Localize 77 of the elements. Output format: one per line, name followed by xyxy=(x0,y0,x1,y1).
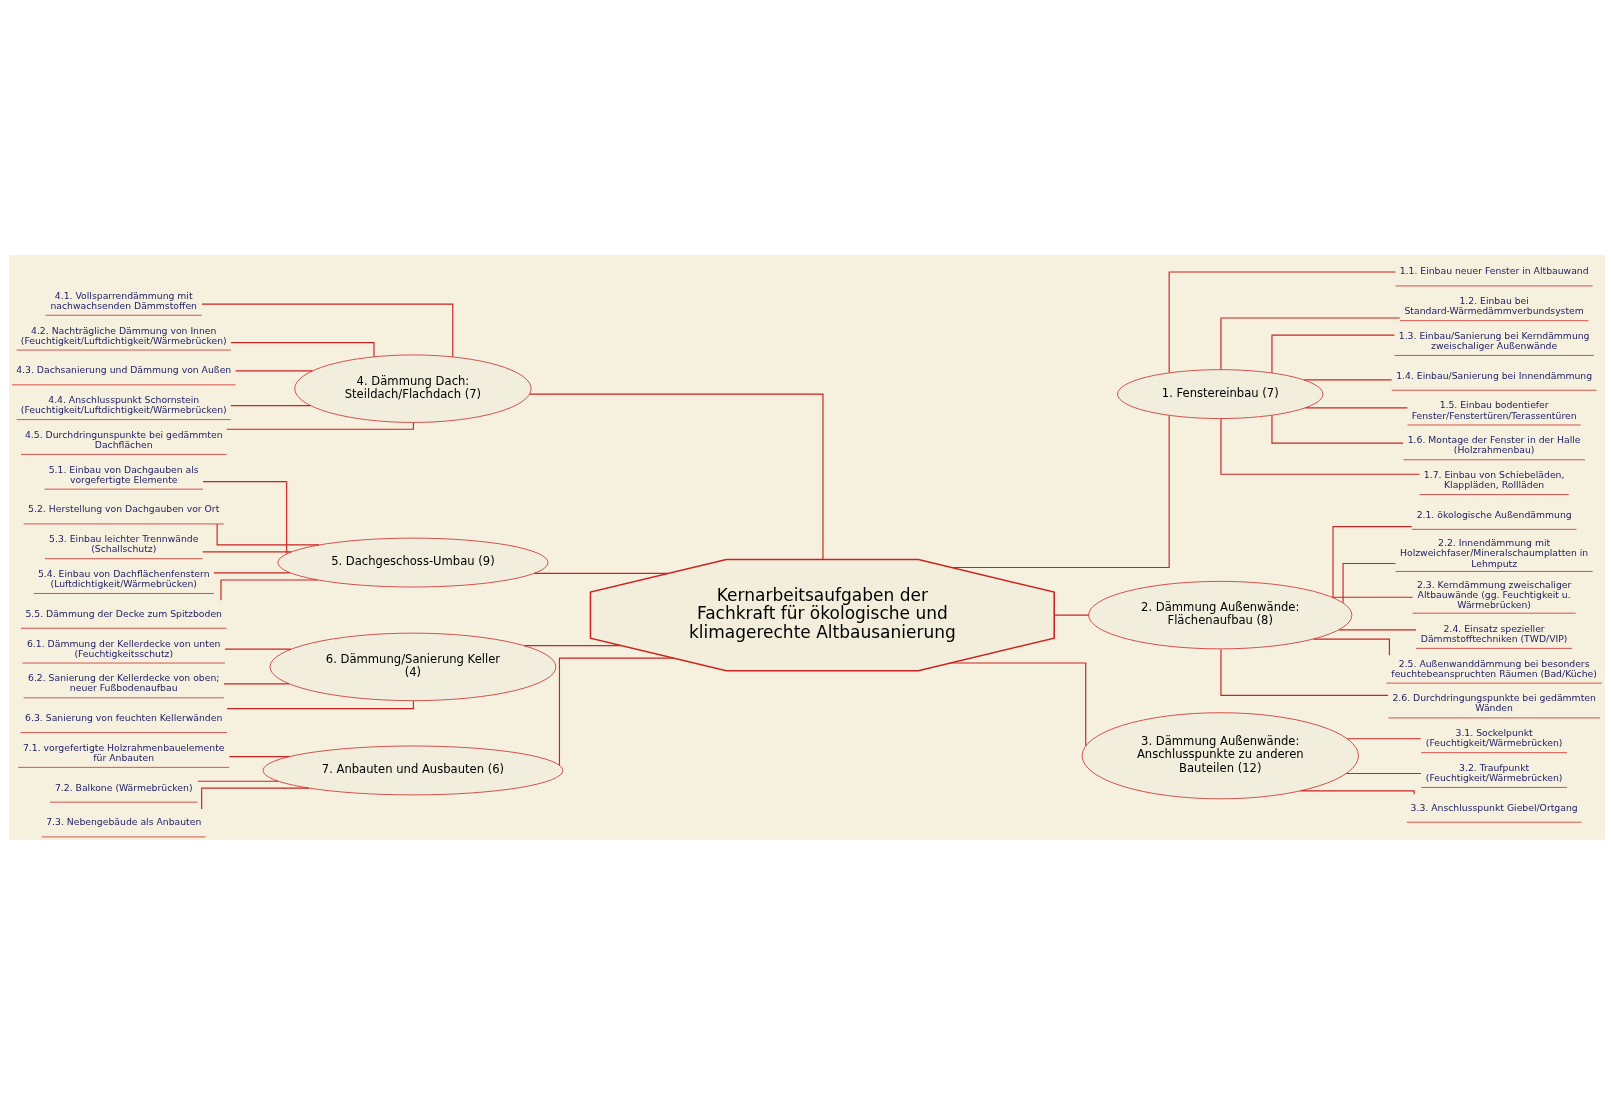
node-text: 1.7. Einbau von Schiebeläden, Klappläden, Rollläden xyxy=(1423,468,1565,490)
node-ellipse: 3. Dämmung Außenwände: Anschlusspunkte zu anderen Bauteilen (12) xyxy=(1081,711,1359,799)
node-text: 5.5. Dämmung der Decke zum Spitzboden xyxy=(25,607,223,619)
connector xyxy=(1304,406,1408,408)
connector xyxy=(220,578,319,601)
node-text: 1.4. Einbau/Sanierung bei Innendämmung xyxy=(1396,369,1593,381)
node-text: 3.3. Anschlusspunkt Giebel/Ortgang xyxy=(1410,801,1578,813)
node-ellipse: 1. Fenstereinbau (7) xyxy=(1117,368,1324,419)
node-ellipse: 5. Dachgeschoss-Umbau (9) xyxy=(277,537,549,587)
connector xyxy=(1342,562,1397,603)
connector xyxy=(1271,414,1404,444)
node-text: 4.4. Anschlusspunkt Schornstein (Feuchtigkeit/Luftdichtigkeit/Wärmebrücken) xyxy=(20,393,227,415)
node-text: 7.2. Balkone (Wärmebrücken) xyxy=(54,781,193,793)
connector xyxy=(1346,737,1422,739)
node-ellipse: 4. Dämmung Dach: Steildach/Flachdach (7) xyxy=(294,354,532,423)
connector xyxy=(201,787,310,810)
node-text: 4.3. Dachsanierung und Dämmung von Außen xyxy=(16,363,232,375)
node-text: 4.1. Vollsparrendämmung mit nachwachsenden Dämmstoffen xyxy=(50,289,197,311)
connector xyxy=(213,571,291,573)
node-text: 7.3. Nebengebäude als Anbauten xyxy=(46,815,202,827)
node-ellipse: 7. Anbauten und Ausbauten (6) xyxy=(262,745,564,795)
node-text: 2.3. Kerndämmung zweischaliger Altbauwände (gg. Feuchtigkeit u. Wärmebrücken) xyxy=(1416,578,1572,610)
connector xyxy=(197,780,279,782)
connector xyxy=(1220,648,1389,696)
connector xyxy=(1220,417,1421,475)
node-text: 4.2. Nachträgliche Dämmung von Innen (Feuchtigkeit/Luftdichtigkeit/Wärmebrücken) xyxy=(20,324,227,346)
node-text: 2.4. Einsatz spezieller Dämmstofftechniken (TWD/VIP) xyxy=(1420,622,1568,644)
node-text: 5.4. Einbau von Dachflächenfenstern (Luftdichtigkeit/Wärmebrücken) xyxy=(37,567,210,589)
node-text: 2.5. Außenwanddämmung bei besonders feuchtebeanspruchten Räumen (Bad/Küche) xyxy=(1391,657,1597,679)
node-text: 1.1. Einbau neuer Fenster in Altbauwand xyxy=(1399,264,1589,276)
node-text: 5.1. Einbau von Dachgauben als vorgefertigte Elemente xyxy=(48,463,199,485)
node-text: 1.3. Einbau/Sanierung bei Kerndämmung zweischaliger Außenwände xyxy=(1398,329,1590,351)
connector xyxy=(202,550,292,552)
connector xyxy=(558,657,675,766)
connector xyxy=(224,648,292,650)
node-text: 6.3. Sanierung von feuchten Kellerwänden xyxy=(25,711,223,723)
connector xyxy=(230,341,375,357)
connector xyxy=(1053,614,1090,616)
connector xyxy=(533,572,670,574)
connector xyxy=(1312,638,1390,656)
connector xyxy=(949,661,1087,746)
connector xyxy=(1332,525,1413,598)
connector xyxy=(223,682,290,684)
connector xyxy=(1299,789,1415,795)
node-text: 1.5. Einbau bodentiefer Fenster/Fenstertüren/Terassentüren xyxy=(1411,398,1577,421)
connector xyxy=(226,699,414,709)
connector xyxy=(230,404,312,406)
node-text: 2.2. Innendämmung mit Holzweichfaser/Mineralschaumplatten in Lehmputz xyxy=(1400,536,1589,569)
node-text: 5.2. Herstellung von Dachgauben vor Ort xyxy=(28,502,220,514)
connector xyxy=(234,369,313,371)
connector xyxy=(1220,316,1401,370)
node-text: 6.1. Dämmung der Kellerdecke von unten (Feuchtigkeitsschutz) xyxy=(26,636,221,659)
connector xyxy=(1338,628,1417,630)
node-text: 3.2. Traufpunkt (Feuchtigkeit/Wärmebrücken) xyxy=(1425,761,1563,783)
node-text: 1.6. Montage der Fenster in der Halle (Holzrahmenbau) xyxy=(1407,433,1581,455)
node-text: 4.5. Durchdringunspunkte bei gedämmten Dachflächen xyxy=(24,428,223,450)
node-text: 6.2. Sanierung der Kellerdecke von oben; neuer Fußbodenaufbau xyxy=(28,671,220,693)
node-text: 2.6. Durchdringungspunkte bei gedämmten Wänden xyxy=(1392,691,1596,713)
connector xyxy=(216,522,320,545)
node-text: 1.2. Einbau bei Standard-Wärmedämmverbundsystem xyxy=(1404,294,1584,316)
connector xyxy=(202,480,288,554)
connector xyxy=(1345,772,1422,774)
node-text: 5.3. Einbau leichter Trennwände (Schallschutz) xyxy=(49,532,199,554)
connector xyxy=(201,303,454,357)
node-text: 7.1. vorgefertigte Holzrahmenbauelemente für Anbauten xyxy=(22,741,225,763)
node-text: 2.1. ökologische Außendämmung xyxy=(1416,508,1572,520)
connector xyxy=(1303,378,1393,380)
connector xyxy=(1168,270,1397,373)
connector xyxy=(523,644,622,646)
connector xyxy=(1271,334,1395,373)
connector xyxy=(1331,596,1414,598)
node-ellipse: 6. Dämmung/Sanierung Keller (4) xyxy=(269,632,557,701)
connector xyxy=(529,393,824,560)
connector xyxy=(950,414,1170,568)
connector xyxy=(228,755,290,757)
node-ellipse: 2. Dämmung Außenwände: Flächenaufbau (8) xyxy=(1088,580,1353,649)
node-text: 3.1. Sockelpunkt (Feuchtigkeit/Wärmebrücken) xyxy=(1425,726,1563,748)
